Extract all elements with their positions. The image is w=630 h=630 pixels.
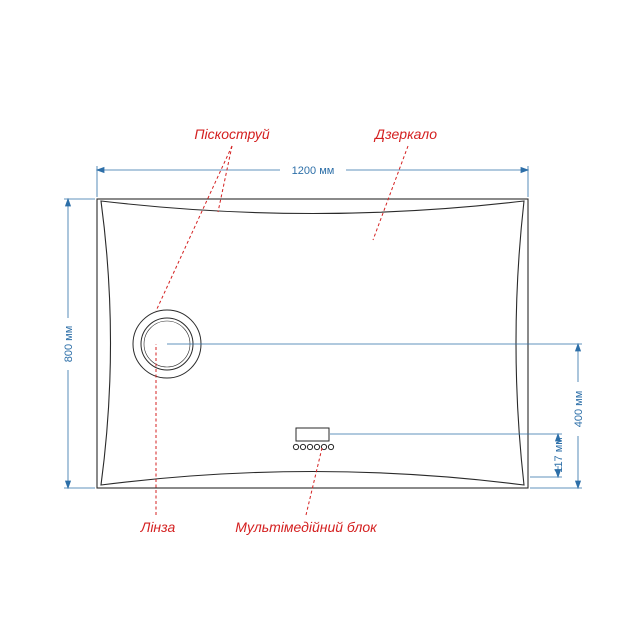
- sandblast-leader-to-lens-ring: [155, 145, 233, 312]
- multimedia-block: [292, 427, 335, 451]
- sandblast-leader-to-border: [217, 145, 233, 213]
- multimedia-button: [313, 443, 321, 451]
- mirror-frame: [96, 198, 529, 489]
- mirror-callout: Дзеркало: [373, 126, 437, 142]
- height-dimension-label: 800 мм: [63, 326, 75, 363]
- multimedia-button: [292, 443, 300, 451]
- width-dimension-label: 1200 мм: [292, 165, 335, 177]
- multimedia-button: [299, 443, 307, 451]
- multimedia-button: [306, 443, 314, 451]
- multimedia-button: [327, 443, 335, 451]
- lens-height-dimension-label: 400 мм: [573, 391, 585, 428]
- multimedia-display: [295, 427, 330, 442]
- callout-leaders: [155, 145, 409, 516]
- dimension-lines: [64, 166, 582, 490]
- mirror-outline: [96, 198, 529, 489]
- mirror-leader: [372, 145, 409, 241]
- multimedia-button: [320, 443, 328, 451]
- multimedia-leader: [305, 447, 323, 516]
- sandblast-border: [100, 200, 525, 486]
- sandblast-callout: Піскоструй: [194, 126, 269, 142]
- lens-callout: Лінза: [140, 519, 176, 535]
- multimedia-callout: Мультімедійний блок: [235, 519, 378, 535]
- block-height-dimension-label: 117 мм: [553, 437, 565, 473]
